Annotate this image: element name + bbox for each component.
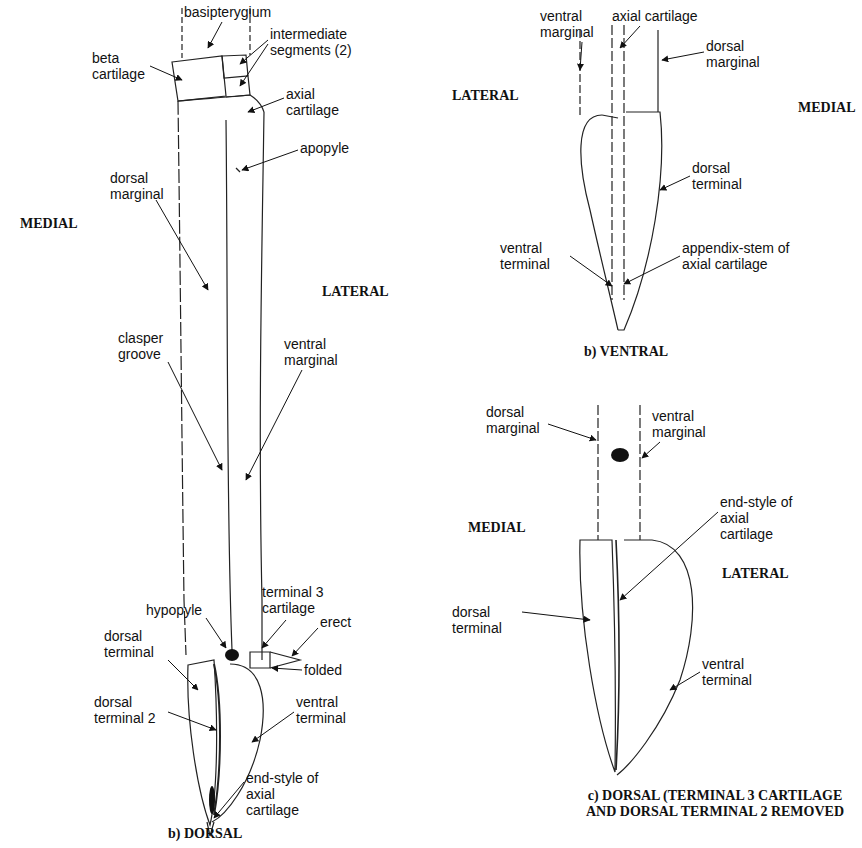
part-label: ventral terminal	[702, 656, 772, 688]
panel-caption: c) DORSAL (TERMINAL 3 CARTILAGE AND DORS…	[580, 788, 850, 820]
part-label: dorsal marginal	[706, 38, 776, 70]
part-label: apopyle	[300, 140, 380, 156]
part-label: basipterygium	[184, 4, 294, 20]
orientation-label: MEDIAL	[20, 216, 100, 232]
orientation-label: MEDIAL	[798, 100, 858, 116]
orientation-label: MEDIAL	[468, 520, 538, 536]
part-label: dorsal terminal 2	[94, 694, 166, 726]
part-label: dorsal terminal	[692, 160, 762, 192]
part-label: beta cartilage	[92, 50, 154, 82]
orientation-label: LATERAL	[452, 88, 532, 104]
part-label: end-style of axial cartilage	[246, 770, 326, 818]
panel-caption: b) VENTRAL	[584, 344, 704, 360]
part-label: ventral marginal	[284, 336, 364, 368]
part-label: folded	[304, 662, 364, 678]
orientation-label: LATERAL	[322, 284, 402, 300]
orientation-label: LATERAL	[722, 566, 802, 582]
part-label: clasper groove	[118, 330, 188, 362]
part-label: intermediate segments (2)	[270, 26, 370, 58]
part-label: dorsal terminal	[452, 604, 522, 636]
part-label: appendix-stem of axial cartilage	[682, 240, 792, 272]
part-label: dorsal terminal	[104, 628, 170, 660]
part-label: erect	[320, 614, 380, 630]
part-label: ventral terminal	[296, 694, 366, 726]
part-label: axial cartilage	[286, 86, 356, 118]
part-label: dorsal marginal	[110, 170, 180, 202]
part-label: ventral marginal	[540, 8, 610, 40]
part-label: ventral terminal	[500, 240, 570, 272]
part-label: ventral marginal	[652, 408, 722, 440]
part-label: end-style of axial cartilage	[720, 494, 800, 542]
panel-caption: b) DORSAL	[168, 826, 288, 842]
part-label: hypopyle	[146, 602, 216, 618]
part-label: dorsal marginal	[486, 404, 552, 436]
part-label: terminal 3 cartilage	[262, 584, 342, 616]
part-label: axial cartilage	[612, 8, 732, 24]
